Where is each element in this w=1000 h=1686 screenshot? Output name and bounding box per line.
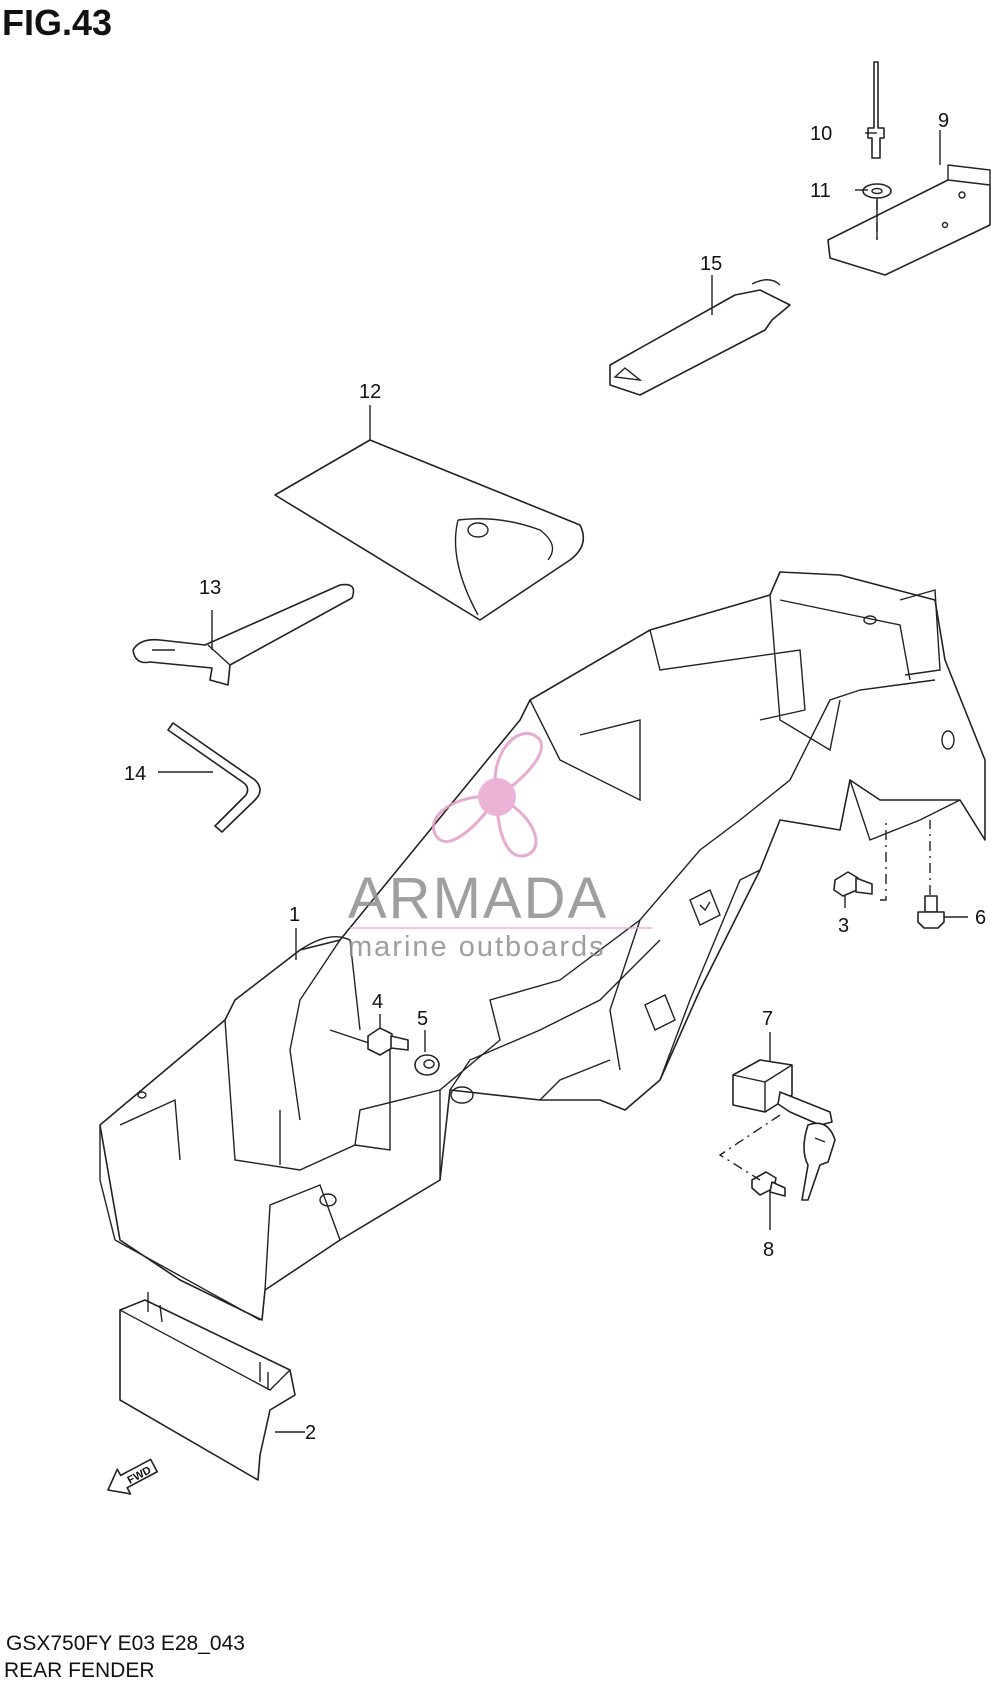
callout-12: 12 bbox=[359, 381, 381, 403]
callout-2: 2 bbox=[305, 1422, 316, 1444]
callout-14: 14 bbox=[124, 763, 146, 785]
part-8-screw[interactable] bbox=[751, 1171, 786, 1197]
callout-4: 4 bbox=[372, 991, 383, 1013]
figure-title: FIG.43 bbox=[2, 2, 113, 43]
callout-10: 10 bbox=[810, 123, 832, 145]
part-3-bolt[interactable] bbox=[833, 871, 873, 897]
part-4-bolt[interactable] bbox=[367, 1027, 409, 1056]
callout-8: 8 bbox=[763, 1239, 774, 1261]
callout-7: 7 bbox=[762, 1008, 773, 1030]
part-2-lower-panel[interactable] bbox=[119, 1292, 296, 1481]
callout-3: 3 bbox=[838, 915, 849, 937]
part-10-rivet[interactable] bbox=[867, 61, 885, 159]
part-15-strap[interactable] bbox=[609, 279, 791, 396]
fwd-arrow-icon: FWD bbox=[107, 1458, 158, 1495]
callout-labels: 10 9 11 15 12 13 14 1 3 4 5 6 7 8 2 bbox=[124, 110, 986, 1444]
part-9-bracket[interactable] bbox=[827, 164, 991, 276]
callout-6: 6 bbox=[975, 907, 986, 929]
part-7-seat-lock[interactable] bbox=[732, 1059, 836, 1201]
callout-1: 1 bbox=[289, 904, 300, 926]
part-12-tool-bag[interactable] bbox=[274, 439, 585, 621]
watermark-brand: ARMADA bbox=[348, 866, 608, 931]
part-1-rear-fender[interactable] bbox=[99, 571, 986, 1321]
part-11-washer[interactable] bbox=[862, 183, 892, 240]
callout-9: 9 bbox=[938, 110, 949, 132]
assembly-lines bbox=[718, 200, 931, 1181]
watermark-tagline: marine outboards bbox=[348, 931, 606, 963]
callout-15: 15 bbox=[700, 253, 722, 275]
propeller-icon bbox=[432, 732, 543, 858]
fwd-label: FWD bbox=[126, 1464, 154, 1486]
part-13-spanner[interactable] bbox=[132, 583, 355, 686]
part-6-bolt[interactable] bbox=[917, 895, 945, 929]
callout-11: 11 bbox=[810, 180, 831, 202]
callout-13: 13 bbox=[199, 577, 221, 599]
watermark-logo: ARMADA marine outboards bbox=[348, 732, 652, 963]
part-14-hex-key[interactable] bbox=[167, 722, 261, 833]
figure-name: REAR FENDER bbox=[4, 1659, 155, 1682]
leader-lines bbox=[158, 130, 968, 1433]
callout-5: 5 bbox=[417, 1008, 428, 1030]
model-code: GSX750FY E03 E28_043 bbox=[6, 1632, 245, 1655]
part-5-grommet[interactable] bbox=[414, 1054, 440, 1076]
